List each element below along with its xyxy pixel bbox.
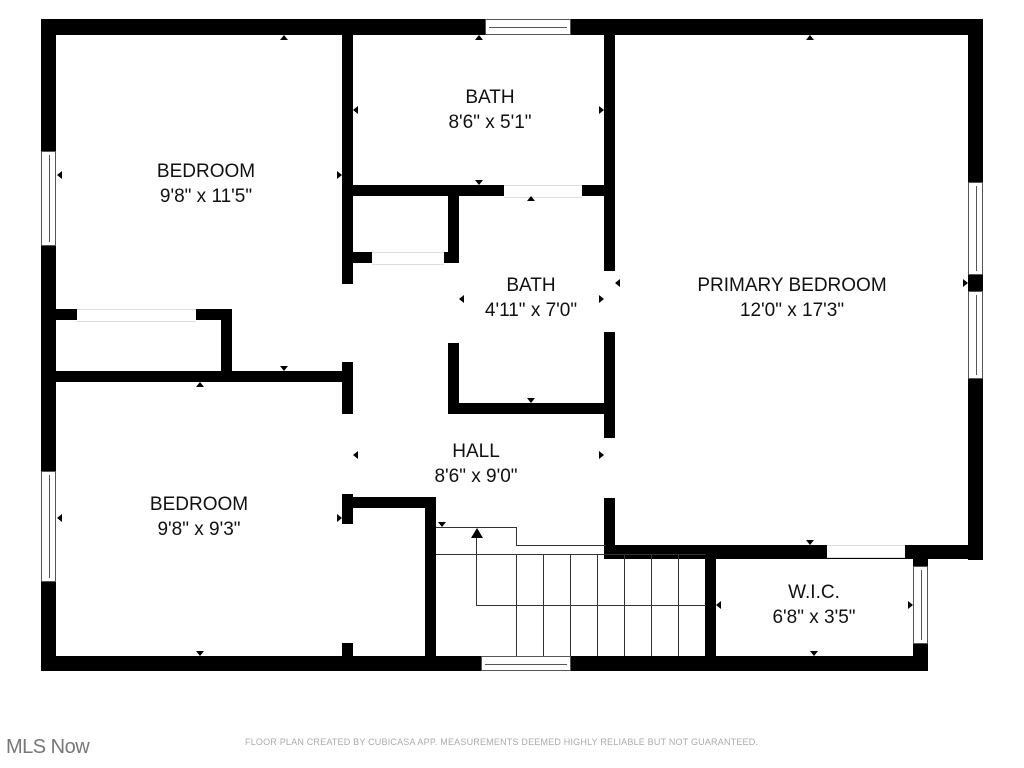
wall-bedroom2-right: [342, 494, 353, 524]
wall-wic-left: [705, 545, 716, 671]
room-name: BATH: [465, 87, 515, 108]
wall-closet-right: [221, 309, 232, 381]
stair-line-top: [436, 554, 706, 555]
marker-icon: [810, 651, 818, 656]
marker-icon: [196, 382, 204, 387]
room-label-hall: HALL 8'6" x 9'0": [434, 439, 517, 489]
marker-icon: [599, 295, 604, 303]
room-label-bath-2: BATH 4'11" x 7'0": [485, 273, 577, 323]
wall-bath2-right-lower: [604, 332, 615, 438]
marker-icon: [810, 554, 818, 559]
stair-tread: [678, 554, 679, 656]
stair-tread: [597, 554, 598, 656]
wall-bath1-bottom-right: [582, 185, 615, 196]
marker-icon: [280, 366, 288, 371]
marker-icon: [908, 601, 913, 609]
marker-icon: [196, 651, 204, 656]
room-name: BEDROOM: [149, 494, 249, 515]
window-bedroom1-left: [41, 151, 56, 246]
stair-arrow-head: [471, 528, 483, 538]
wall-linen-bottom-left: [342, 252, 372, 263]
stair-landing-v: [516, 527, 517, 546]
wall-bath-right: [604, 19, 615, 271]
stair-tread: [516, 554, 517, 656]
wall-linen-bottom-right: [444, 252, 459, 263]
marker-icon: [527, 196, 535, 201]
room-label-bedroom-2: BEDROOM 9'8" x 9'3": [150, 492, 248, 542]
stair-landing-h: [516, 545, 606, 546]
marker-icon: [57, 171, 62, 179]
marker-icon: [353, 451, 358, 459]
marker-icon: [806, 35, 814, 40]
wall-bath1-bottom-left: [342, 185, 504, 196]
wall-linen-right: [448, 185, 459, 263]
wall-closet-top-right: [196, 309, 232, 320]
room-dims: 9'8" x 9'3": [157, 519, 241, 540]
wall-closet-top-left: [41, 309, 77, 320]
room-label-wic: W.I.C. 6'8" x 3'5": [772, 580, 855, 630]
room-name: W.I.C.: [788, 582, 840, 603]
room-dims: 4'11" x 7'0": [484, 300, 578, 321]
wall-hall-closet-top: [342, 497, 436, 508]
door-closet: [77, 309, 196, 322]
wall-bath2-left: [448, 343, 459, 413]
room-name: BEDROOM: [156, 161, 256, 182]
wall-bedroom1-right: [342, 19, 353, 284]
stair-tread: [570, 554, 571, 656]
marker-icon: [599, 451, 604, 459]
room-name: PRIMARY BEDROOM: [697, 275, 887, 296]
wall-bath2-bottom: [448, 403, 615, 414]
wall-bedroom-divider: [41, 371, 353, 382]
window-primary-right-1: [968, 182, 983, 275]
stair-tread: [624, 554, 625, 656]
room-dims: 12'0" x 17'3": [739, 300, 845, 321]
door-bath1: [504, 185, 582, 198]
room-dims: 8'6" x 5'1": [448, 112, 532, 133]
door-wic: [827, 545, 905, 558]
marker-icon: [438, 522, 446, 527]
stair-top-line: [436, 527, 517, 528]
marker-icon: [806, 540, 814, 545]
marker-icon: [337, 514, 342, 522]
door-linen: [372, 252, 444, 265]
window-bedroom2-left: [41, 471, 56, 582]
stair-tread: [651, 554, 652, 656]
room-label-bedroom-1: BEDROOM 9'8" x 11'5": [157, 159, 255, 209]
marker-icon: [459, 295, 464, 303]
marker-icon: [280, 35, 288, 40]
marker-icon: [57, 514, 62, 522]
room-name: BATH: [506, 275, 556, 296]
room-dims: 8'6" x 9'0": [434, 466, 518, 487]
marker-icon: [527, 398, 535, 403]
room-dims: 9'8" x 11'5": [159, 186, 253, 207]
room-dims: 6'8" x 3'5": [772, 607, 856, 628]
mls-now-logo: MLS Now: [6, 736, 90, 758]
room-name: HALL: [452, 441, 500, 462]
wall-right: [968, 19, 983, 560]
marker-icon: [615, 279, 620, 287]
window-wic-right: [913, 566, 928, 644]
marker-icon: [716, 601, 721, 609]
room-label-bath-1: BATH 8'6" x 5'1": [448, 85, 531, 135]
wall-bedroom2-right-lower: [342, 643, 353, 671]
stair-arrow-h: [476, 605, 706, 606]
disclaimer-text: FLOOR PLAN CREATED BY CUBICASA APP. MEAS…: [245, 737, 759, 747]
marker-icon: [963, 279, 968, 287]
marker-icon: [475, 180, 483, 185]
wall-bedroom1-right-lower: [342, 362, 353, 414]
marker-icon: [353, 106, 358, 114]
room-label-primary-bedroom: PRIMARY BEDROOM 12'0" x 17'3": [697, 273, 886, 323]
marker-icon: [475, 35, 483, 40]
stair-arrow-v: [476, 535, 477, 605]
window-stair-bottom: [481, 656, 571, 671]
wall-hall-closet-right: [425, 497, 436, 671]
window-bath-top: [485, 19, 571, 35]
marker-icon: [337, 171, 342, 179]
stair-tread: [543, 554, 544, 656]
marker-icon: [599, 106, 604, 114]
wall-hall-right: [604, 498, 615, 559]
window-primary-right-2: [968, 291, 983, 379]
